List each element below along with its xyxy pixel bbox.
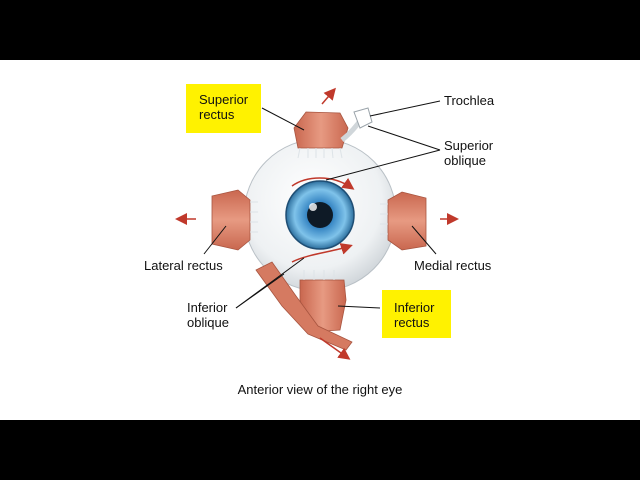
label-inferior-oblique-line1: Inferior xyxy=(187,300,228,315)
label-inferior-oblique: Inferior oblique xyxy=(187,300,229,330)
label-inferior-rectus: Inferior rectus xyxy=(382,290,451,338)
letterbox-top xyxy=(0,0,640,60)
inferior-oblique-muscle xyxy=(255,261,353,351)
inferior-tendon xyxy=(303,270,335,280)
rotation-arrow-upper xyxy=(291,177,355,190)
superior-rectus-pull-arrow xyxy=(321,87,336,105)
label-inferior-oblique-line2: oblique xyxy=(187,315,229,330)
superior-rectus-muscle xyxy=(293,111,349,149)
trochlea xyxy=(353,107,373,129)
medial-rectus-muscle xyxy=(387,191,427,251)
leader-medial-rectus xyxy=(411,225,437,255)
leader-superior-oblique-a xyxy=(367,125,441,151)
superior-tendon xyxy=(297,147,343,159)
label-trochlea: Trochlea xyxy=(444,93,495,108)
label-superior-oblique: Superior oblique xyxy=(444,138,493,168)
label-superior-rectus-line1: Superior xyxy=(199,92,249,107)
letterbox-bottom xyxy=(0,420,640,480)
figure-caption: Anterior view of the right eye xyxy=(237,382,403,397)
inferior-pull-arrow xyxy=(319,337,351,360)
leader-inferior-rectus xyxy=(337,305,381,309)
leader-trochlea xyxy=(369,100,441,117)
label-superior-oblique-line2: oblique xyxy=(444,153,486,168)
rotation-arrow-lower xyxy=(291,243,353,263)
leader-superior-rectus xyxy=(261,107,305,131)
label-superior-rectus-line2: rectus xyxy=(199,107,235,122)
lateral-rectus-muscle xyxy=(211,189,251,251)
leader-inferior-oblique-b xyxy=(235,257,305,309)
label-medial-rectus: Medial rectus xyxy=(414,258,492,273)
label-superior-oblique-line1: Superior xyxy=(444,138,494,153)
label-inferior-rectus-line2: rectus xyxy=(394,315,430,330)
leader-superior-oblique-b xyxy=(325,149,441,181)
label-superior-rectus: Superior rectus xyxy=(186,84,261,133)
medial-tendon xyxy=(380,203,388,235)
label-inferior-rectus-line1: Inferior xyxy=(394,300,435,315)
label-lateral-rectus: Lateral rectus xyxy=(144,258,223,273)
pupil-glint xyxy=(309,203,317,211)
lateral-tendon xyxy=(250,201,258,233)
leader-lateral-rectus xyxy=(203,225,227,255)
